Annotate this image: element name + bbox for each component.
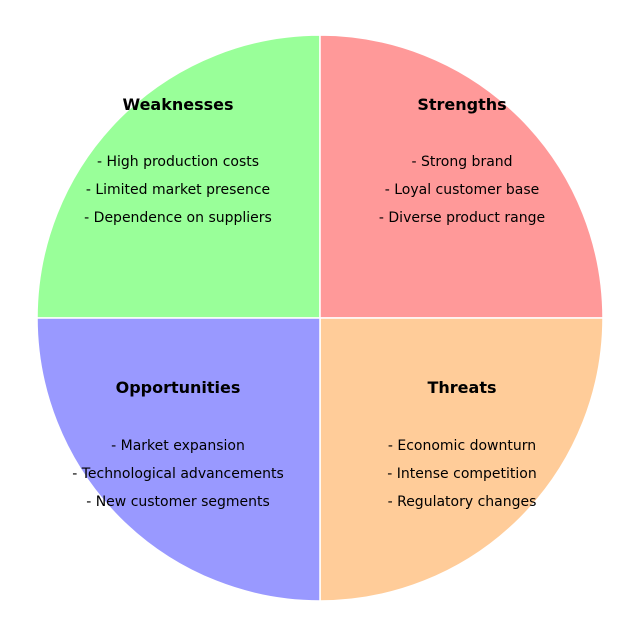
strengths-quadrant: [319, 34, 604, 319]
strengths-item: - Strong brand: [411, 154, 512, 170]
opportunities-title: Opportunities: [116, 378, 241, 397]
opportunities-quadrant: [36, 317, 321, 602]
weaknesses-quadrant: [36, 34, 321, 319]
weaknesses-item: - Dependence on suppliers: [84, 210, 272, 226]
threats-item: - Economic downturn: [388, 438, 536, 454]
opportunities-item: - Technological advancements: [72, 466, 284, 482]
weaknesses-title: Weaknesses: [122, 95, 233, 114]
strengths-item: - Loyal customer base: [385, 182, 540, 198]
threats-item: - Intense competition: [387, 466, 536, 482]
weaknesses-item: - Limited market presence: [86, 182, 270, 198]
opportunities-item: - New customer segments: [86, 494, 270, 510]
strengths-title: Strengths: [417, 95, 506, 114]
threats-item: - Regulatory changes: [388, 494, 537, 510]
strengths-item: - Diverse product range: [379, 210, 545, 226]
opportunities-item: - Market expansion: [111, 438, 245, 454]
threats-quadrant: [319, 317, 604, 602]
threats-title: Threats: [427, 378, 496, 397]
weaknesses-item: - High production costs: [97, 154, 259, 170]
